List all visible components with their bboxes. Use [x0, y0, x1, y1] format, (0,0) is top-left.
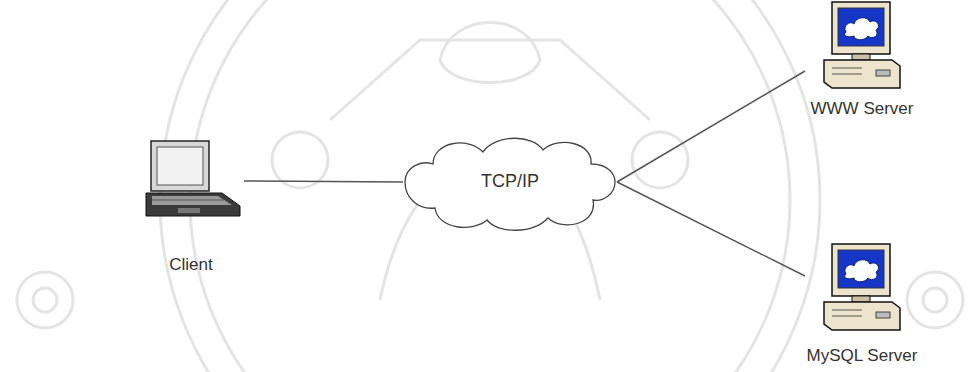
- node-label: MySQL Server: [805, 346, 919, 366]
- laptop-icon: [138, 138, 244, 220]
- server-icon: [805, 0, 919, 92]
- network-link: [617, 71, 805, 182]
- node-label: WWW Server: [805, 99, 919, 119]
- node-label: TCP/IP: [403, 171, 617, 191]
- network-cloud: TCP/IP: [403, 132, 617, 234]
- server-computer: MySQL Server: [805, 242, 919, 372]
- server-computer: WWW Server: [805, 0, 919, 124]
- network-link: [244, 181, 403, 182]
- network-link: [617, 182, 805, 276]
- server-icon: [805, 242, 919, 334]
- client-computer: Client: [138, 138, 244, 286]
- node-label: Client: [138, 255, 244, 275]
